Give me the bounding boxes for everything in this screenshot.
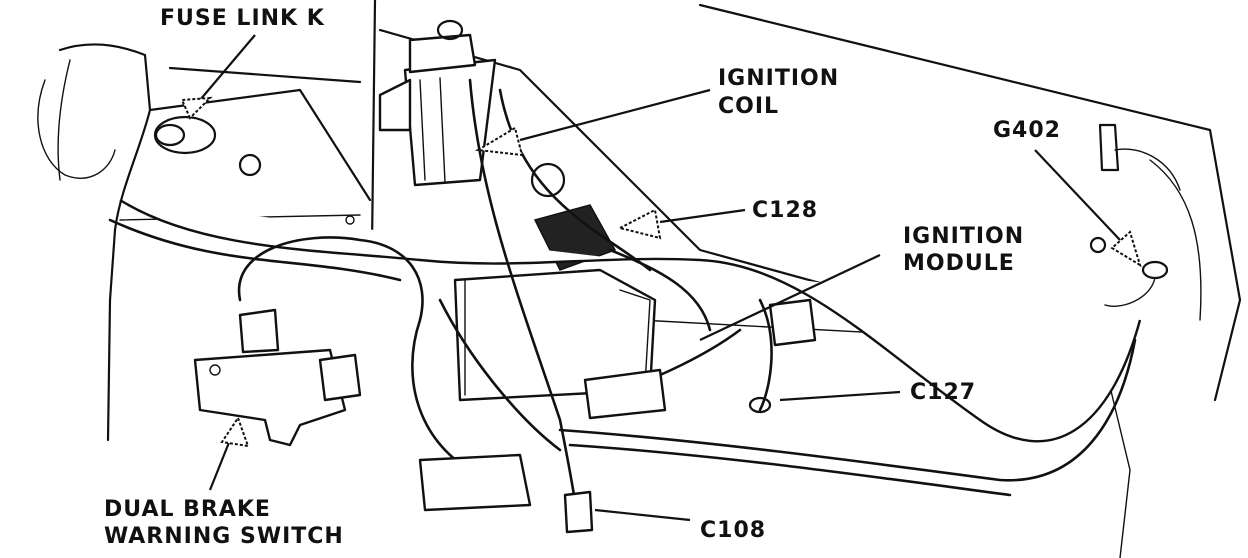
ground-bolt <box>1089 236 1107 254</box>
ignition-module-label-line1: IGNITION <box>903 224 1025 249</box>
fender-panel <box>58 43 152 442</box>
fuse-link-eye <box>154 123 186 147</box>
harness-branch-6 <box>608 248 712 332</box>
ignition-coil-label-line2: COIL <box>718 94 780 119</box>
ignition-module-box <box>453 268 657 402</box>
brake-switch-fitting <box>318 353 362 402</box>
fuse-link-arrowhead <box>180 96 213 120</box>
harness-front <box>558 338 1137 482</box>
harness-branch-1 <box>237 236 424 322</box>
firewall-bolt <box>345 215 355 225</box>
brake-switch-plug <box>238 308 280 354</box>
g402-label: G402 <box>993 118 1061 143</box>
dual-brake-label-line2: WARNING SWITCH <box>104 524 344 549</box>
c127-connector <box>768 298 817 347</box>
firewall-vertical <box>370 0 377 247</box>
c108-connector <box>418 453 532 512</box>
coil-stripe <box>419 79 426 181</box>
right-panel-top <box>698 3 1242 402</box>
g402-arrowhead <box>1110 230 1142 268</box>
c128-leader <box>659 208 746 224</box>
ignition-coil-bracket <box>378 78 412 132</box>
c127-leader <box>779 390 901 402</box>
harness-branch-4 <box>468 78 580 522</box>
firewall-left-edge <box>148 88 372 202</box>
c108-clip <box>583 368 667 420</box>
g402-leader <box>1034 149 1121 241</box>
c108-label: C108 <box>700 518 767 543</box>
body-hole <box>530 162 566 198</box>
ignition-coil-cap <box>408 33 477 74</box>
c127-eyelet <box>748 396 772 414</box>
c127-label: C127 <box>910 380 977 405</box>
fender-edge <box>57 59 71 181</box>
ground-strap <box>1114 148 1181 191</box>
dual-brake-label-line1: DUAL BRAKE <box>104 497 271 522</box>
ground-wire <box>1104 277 1156 307</box>
harness-front-2 <box>568 443 1012 497</box>
c128-label: C128 <box>752 198 819 223</box>
dual-brake-arrowhead <box>220 415 250 448</box>
c108-leader <box>594 508 691 522</box>
ignition-coil-label-line1: IGNITION <box>718 66 840 91</box>
fender-curl <box>37 79 116 179</box>
c108-plug <box>563 490 594 534</box>
c128-arrowhead <box>617 208 662 240</box>
ignition-coil-leader <box>519 88 711 142</box>
coil-stripe-2 <box>439 77 446 183</box>
ground-bracket <box>1098 123 1120 172</box>
firewall-hole <box>238 153 262 177</box>
harness-branch-7 <box>758 298 773 412</box>
harness-lower <box>108 218 402 282</box>
ignition-module-leader <box>699 254 881 341</box>
harness-main <box>119 198 1142 443</box>
fuse-link-leader <box>199 34 256 101</box>
ignition-coil-arrowhead <box>474 126 524 157</box>
fuse-link-label: FUSE LINK K <box>160 6 325 31</box>
ignition-module-fin <box>619 289 651 386</box>
right-panel-inner <box>1149 159 1202 321</box>
ground-eyelet <box>1141 260 1169 280</box>
ignition-module-label-line2: MODULE <box>903 251 1015 276</box>
ignition-coil-terminal <box>436 19 464 41</box>
harness-branch-5 <box>498 88 652 272</box>
harness-branch-3 <box>438 298 562 452</box>
dual-brake-leader <box>208 439 232 491</box>
brake-switch-port <box>209 364 221 376</box>
firewall-top <box>168 66 362 84</box>
